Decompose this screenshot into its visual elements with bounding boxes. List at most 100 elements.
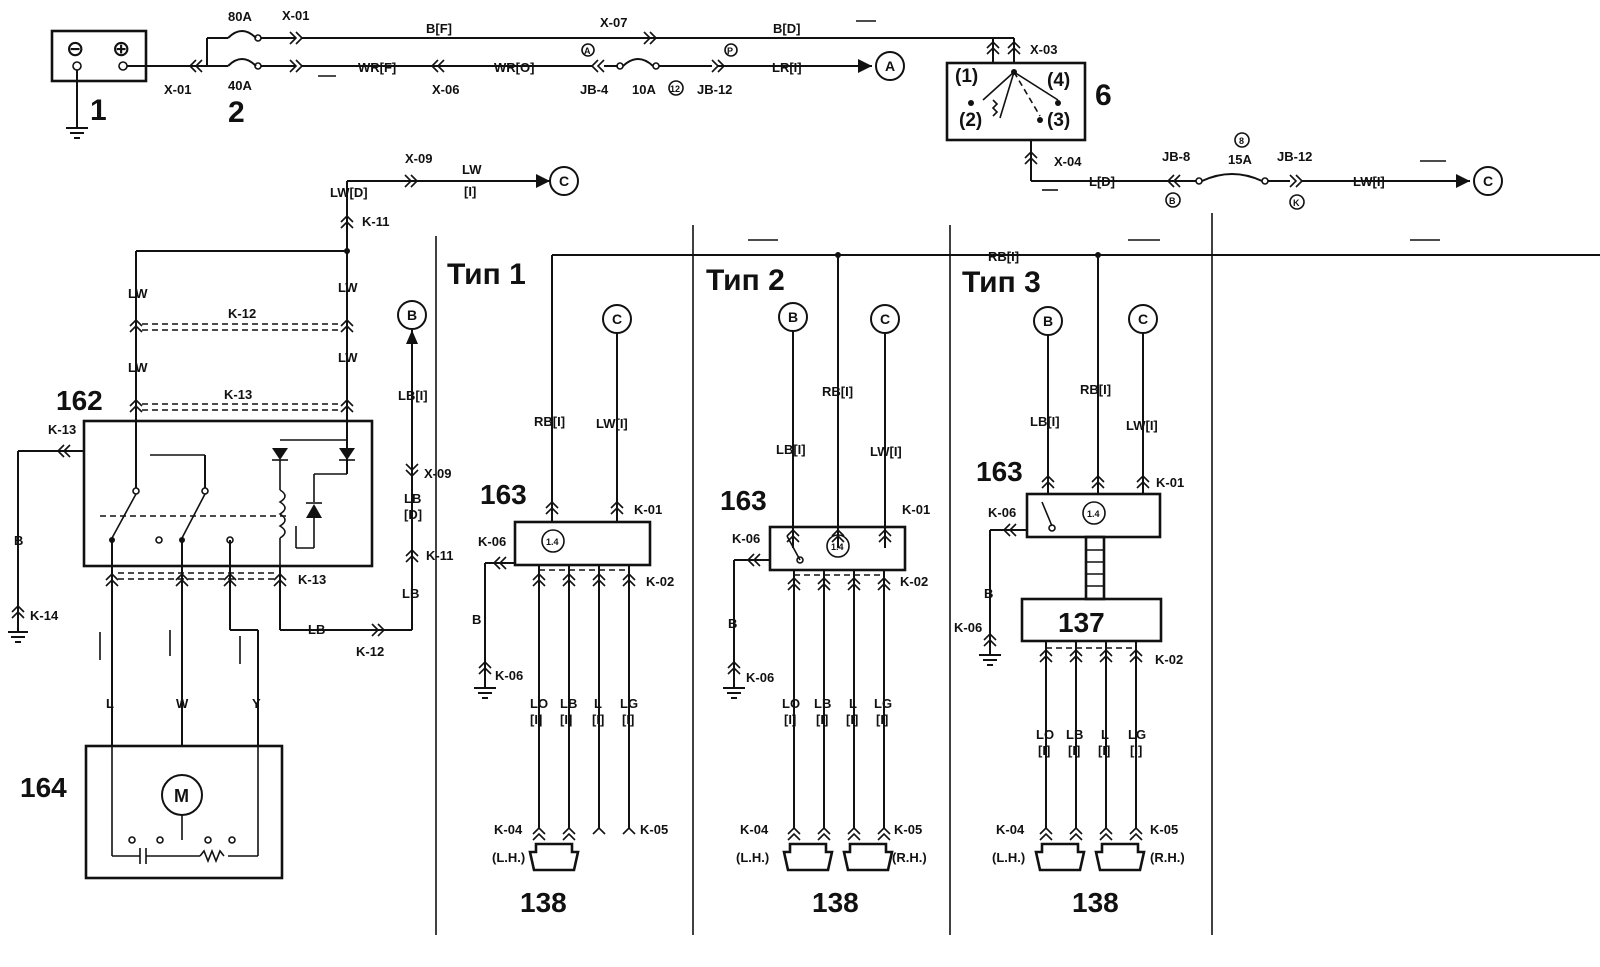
wire-label-bd: B[D] — [773, 21, 800, 36]
type-1-wire-l-bracket: [I] — [592, 712, 604, 727]
type-2-section: B C LB[I] RB[I] LW[I] K-01 163 1.4 K-06 … — [720, 252, 930, 918]
type-3-connector-k01: K-01 — [1156, 475, 1184, 490]
type-2-wire-lbw: LB — [814, 696, 831, 711]
wire-label-lw-b: LW — [338, 280, 358, 295]
wire-label-lwd: LW[D] — [330, 185, 368, 200]
motor-164-number: 164 — [20, 772, 67, 803]
fuse-15a-number: 8 — [1239, 136, 1244, 146]
type-3-wire-l-bracket: [I] — [1098, 743, 1110, 758]
fuse-10a-number: 12 — [670, 84, 680, 94]
type-3-connector-k06a: K-06 — [988, 505, 1016, 520]
ref-b-mid: B — [407, 307, 417, 323]
connector-k11-mid: K-11 — [426, 548, 453, 563]
type-1-wire-lb-bracket: [I] — [560, 712, 572, 727]
fuse-80a-label: 80A — [228, 9, 252, 24]
type-2-wire-lg: LG — [874, 696, 892, 711]
type-2-wire-l: L — [849, 696, 857, 711]
switch-position-2: (2) — [959, 110, 982, 131]
type-3-connector-k04: K-04 — [996, 822, 1025, 837]
type-1-unit-163: 163 — [480, 479, 527, 510]
connector-k14: K-14 — [30, 608, 59, 623]
pin-p-marker: P — [727, 46, 733, 56]
type-3-wire-lo: LO — [1036, 727, 1054, 742]
type-2-connector-k04: K-04 — [740, 822, 769, 837]
connector-k13-bottom: K-13 — [298, 572, 326, 587]
switch-position-1: (1) — [955, 66, 978, 87]
fuse-15a-label: 15A — [1228, 152, 1252, 167]
wire-label-rb-top: RB[I] — [988, 249, 1019, 264]
wire-label-lb-h: LB — [308, 622, 325, 637]
type-2-connector-k01: K-01 — [902, 502, 930, 517]
switch-position-4: (4) — [1047, 70, 1070, 91]
ignition-switch-number: 6 — [1095, 79, 1112, 112]
type-3-wire-lb: LB[I] — [1030, 414, 1060, 429]
type-1-speaker-138: 138 — [520, 887, 567, 918]
type-2-wire-lo-bracket: [I] — [784, 712, 796, 727]
type-2-wire-lw: LW[I] — [870, 444, 902, 459]
type-3-wire-lg-bracket: [I] — [1130, 743, 1142, 758]
type-3-unit-163: 163 — [976, 456, 1023, 487]
type-3-connector-k06b: K-06 — [954, 620, 982, 635]
wire-label-b-k14: B — [14, 533, 23, 548]
connector-x01-bottom: X-01 — [164, 82, 191, 97]
wire-label-lw-right: LW[I] — [1353, 174, 1385, 189]
type-1-wire-lg-bracket: [I] — [622, 712, 634, 727]
type-3-unit-137: 137 — [1058, 607, 1105, 638]
type-1-connector-k06a: K-06 — [478, 534, 506, 549]
ref-c-right: C — [1483, 173, 1493, 189]
wire-label-l: L — [106, 696, 114, 711]
wire-label-lb-low: LB — [402, 586, 419, 601]
type-2-wire-lb-bracket: [I] — [816, 712, 828, 727]
type-3-wire-l: L — [1101, 727, 1109, 742]
type-1-wire-rb: RB[I] — [534, 414, 565, 429]
type-1-side-lh: (L.H.) — [492, 850, 525, 865]
unit-162: 162 — [56, 385, 374, 568]
type-2-connector-k06b: K-06 — [746, 670, 774, 685]
type-2-heading: Тип 2 — [706, 264, 785, 297]
type-1-wire-lg: LG — [620, 696, 638, 711]
connector-k11-top: K-11 — [362, 214, 389, 229]
wire-label-bf: B[F] — [426, 21, 452, 36]
wire-label-lw-d: LW — [338, 350, 358, 365]
type-2-speaker-138: 138 — [812, 887, 859, 918]
type-3-wire-lg: LG — [1128, 727, 1146, 742]
type-3-heading: Тип 3 — [962, 266, 1041, 299]
connector-x09-mid: X-09 — [424, 466, 451, 481]
connector-jb8: JB-8 — [1162, 149, 1190, 164]
type-1-connector-k02: K-02 — [646, 574, 674, 589]
type-3-wire-b: B — [984, 586, 993, 601]
wire-label-w: W — [176, 696, 189, 711]
type-3-wire-lbw: LB — [1066, 727, 1083, 742]
type-2-connector-k02: K-02 — [900, 574, 928, 589]
type-1-section: C RB[I] LW[I] K-01 163 1.4 K-06 B K-06 K… — [472, 255, 674, 918]
type-3-connector-k05: K-05 — [1150, 822, 1178, 837]
type-3-speaker-138: 138 — [1072, 887, 1119, 918]
battery-number: 1 — [90, 94, 107, 127]
wire-label-ld: L[D] — [1089, 174, 1115, 189]
type-2-unit-inner: 1.4 — [831, 542, 844, 552]
type-3-ref-c: C — [1138, 311, 1148, 327]
wire-label-lw-a: LW — [128, 286, 148, 301]
battery-minus-symbol: ⊖ — [66, 36, 84, 61]
motor-164: 164 M — [20, 744, 284, 880]
type-1-wire-lo-bracket: [I] — [530, 712, 542, 727]
wire-label-lb-d1: LB — [404, 491, 421, 506]
type-2-side-rh: (R.H.) — [892, 850, 927, 865]
type-2-ref-c: C — [880, 311, 890, 327]
type-3-wire-lw: LW[I] — [1126, 418, 1158, 433]
type-2-wire-lb: LB[I] — [776, 442, 806, 457]
type-2-connector-k06a: K-06 — [732, 531, 760, 546]
connector-x04: X-04 — [1054, 154, 1082, 169]
type-3-connector-k02: K-02 — [1155, 652, 1183, 667]
connector-jb12-right: JB-12 — [1277, 149, 1312, 164]
unit-162-number: 162 — [56, 385, 103, 416]
type-1-wire-lo: LO — [530, 696, 548, 711]
wire-label-lw-top: LW — [462, 162, 482, 177]
type-3-side-rh: (R.H.) — [1150, 850, 1185, 865]
type-3-side-lh: (L.H.) — [992, 850, 1025, 865]
fuse-40a-label: 40A — [228, 78, 252, 93]
type-1-connector-k05: K-05 — [640, 822, 668, 837]
connector-k12-top: K-12 — [228, 306, 256, 321]
type-1-wire-lw: LW[I] — [596, 416, 628, 431]
